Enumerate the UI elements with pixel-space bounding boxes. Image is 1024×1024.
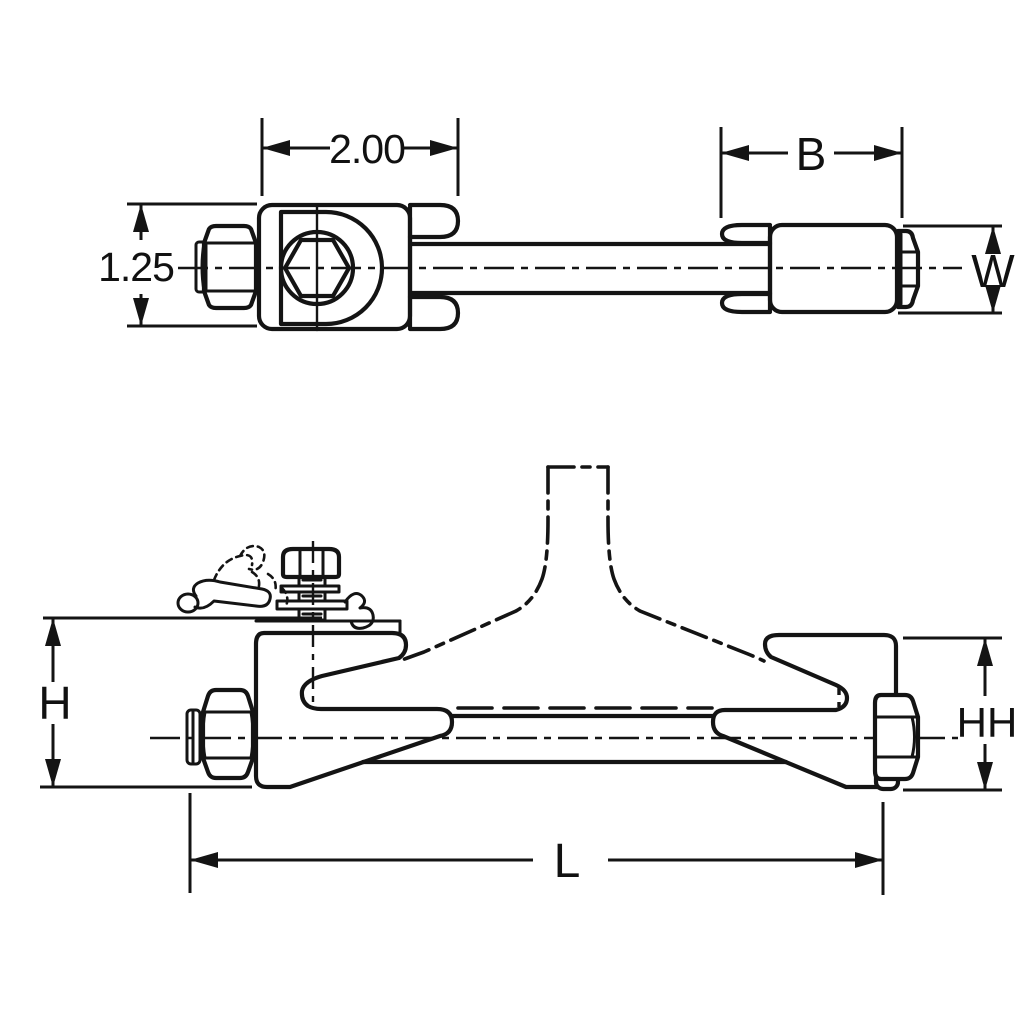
side-view: H HH L: [38, 465, 1018, 895]
dimension-h: H: [38, 616, 322, 789]
dimension-1-25: 1.25: [98, 202, 257, 328]
dim-label-b: B: [796, 128, 827, 180]
connecting-rod: [409, 241, 773, 296]
keeper-body-top-view: [719, 222, 921, 315]
dim-label-2-00: 2.00: [329, 126, 405, 172]
bolt-opening: [278, 209, 385, 327]
arrow-left: [721, 145, 749, 161]
clamp-nut-side-view: [185, 687, 256, 781]
clamp-profile: [253, 630, 455, 790]
arrow-up: [45, 618, 61, 646]
dim-label-l: L: [554, 835, 581, 888]
rail-phantom-outline: [400, 465, 766, 710]
arrow-up: [977, 638, 993, 666]
arrow-right: [874, 145, 902, 161]
arrow-down: [977, 762, 993, 790]
keeper-prong-bottom: [719, 291, 773, 315]
keeper-side-view: [710, 632, 921, 792]
clamp-prong-bottom: [407, 294, 461, 332]
keeper-wire-sketch: [176, 544, 375, 630]
dim-label-w: W: [971, 245, 1015, 297]
top-view: 2.00 1.25 B: [98, 118, 1015, 332]
bolt-thread: [297, 607, 327, 622]
keeper-profile: [710, 632, 899, 790]
arrow-right: [430, 140, 458, 156]
clamp-bolt-stack: [275, 541, 349, 706]
arrow-up: [133, 204, 149, 232]
arrow-up: [985, 226, 1001, 254]
arrow-left: [262, 140, 290, 156]
keeper-prong-top: [719, 222, 773, 246]
dimension-l: L: [188, 793, 885, 895]
bolt-head-side: [280, 546, 342, 580]
arrow-right: [855, 852, 883, 868]
nut-washer: [194, 240, 208, 294]
clamp-prong-top: [407, 202, 461, 240]
dim-label-hh: HH: [957, 699, 1018, 746]
arrow-down: [45, 759, 61, 787]
arrow-down: [133, 298, 149, 326]
dimension-w: W: [898, 224, 1015, 315]
dim-label-1-25: 1.25: [98, 244, 174, 290]
bolt-hex-head: [282, 237, 352, 299]
clamp-body-top-view: [256, 202, 461, 332]
dim-label-h: H: [38, 677, 71, 729]
arrow-down: [985, 285, 1001, 313]
dimension-2-00: 2.00: [260, 118, 460, 196]
arrow-left: [190, 852, 218, 868]
keeper-nut-side: [872, 692, 921, 782]
clamp-nut-top-view: [194, 223, 260, 311]
dimension-hh: HH: [903, 636, 1018, 792]
nut-washer-side: [185, 708, 202, 766]
dimension-b: B: [719, 127, 904, 218]
clamp-side-view: [253, 619, 455, 790]
